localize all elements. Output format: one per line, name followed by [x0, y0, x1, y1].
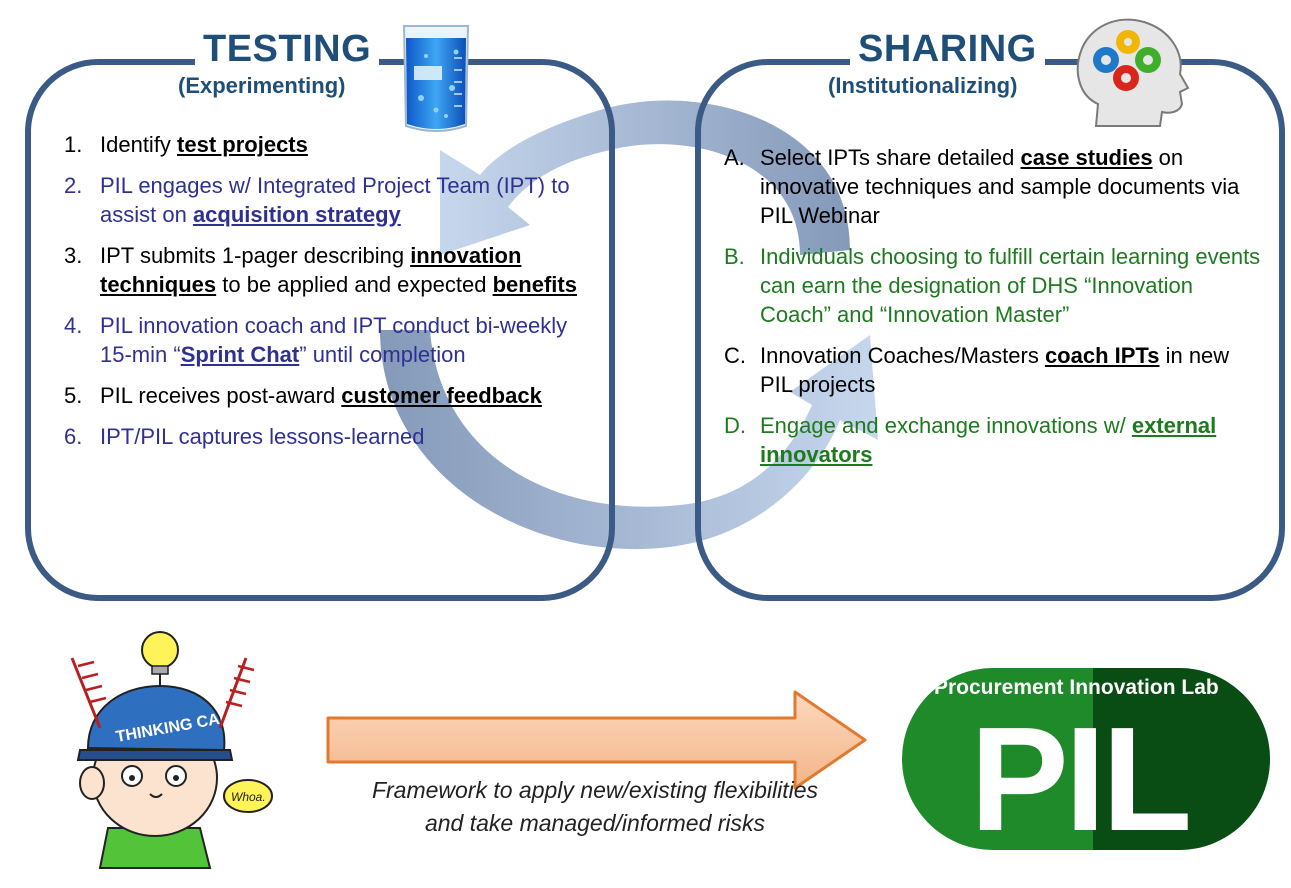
keyword: external innovators	[760, 413, 1217, 467]
text-segment: to be applied and expected	[216, 272, 493, 297]
testing-subtitle: (Experimenting)	[172, 73, 352, 99]
keyword: case studies	[1020, 145, 1153, 170]
gear-blue	[1093, 47, 1119, 73]
cycle-arrow-upper	[440, 100, 850, 255]
caption-line-1: Framework to apply new/existing flexibil…	[371, 777, 819, 803]
text-segment: Engage and exchange innovations w/	[760, 413, 1132, 438]
keyword: innovation techniques	[100, 243, 522, 297]
testing-list-item: 3. IPT submits 1-pager describing innovat…	[64, 241, 590, 299]
pil-logo: Procurement Innovation Lab PIL	[902, 668, 1270, 850]
list-item-text: PIL receives post-award customer feedbac…	[100, 381, 590, 410]
gear-green	[1135, 47, 1161, 73]
list-item-number: C.	[724, 343, 746, 368]
testing-list-item: 4. PIL innovation coach and IPT conduct b…	[64, 311, 590, 369]
pil-logo-letters: PIL	[970, 697, 1192, 851]
framework-caption: Framework to apply new/existing flexibil…	[300, 774, 890, 840]
text-segment: PIL innovation coach and IPT conduct bi-…	[100, 313, 568, 367]
sharing-list: A. Select IPTs share detailed case studie…	[724, 143, 1266, 481]
list-item-text: Engage and exchange innovations w/ exter…	[760, 411, 1266, 469]
list-item-number: A.	[724, 145, 745, 170]
list-item-number: B.	[724, 244, 745, 269]
keyword: benefits	[492, 272, 577, 297]
right-arrow-icon	[326, 690, 867, 790]
text-segment: IPT/PIL captures lessons-learned	[100, 424, 425, 449]
gear-head-icon	[1076, 18, 1190, 127]
sharing-list-item: A. Select IPTs share detailed case studie…	[724, 143, 1266, 230]
thinking-cap-cartoon: THINKING CAP Whoa.	[70, 631, 273, 869]
pil-logo-title: Procurement Innovation Lab	[934, 676, 1219, 699]
text-segment: PIL engages w/ Integrated Project Team (…	[100, 173, 570, 227]
list-item-text: Individuals choosing to fulfill certain …	[760, 242, 1266, 329]
list-item-text: Identify test projects	[100, 130, 590, 159]
beaker-icon	[402, 25, 470, 132]
list-item-number: 4.	[64, 313, 83, 338]
list-item-number: 3.	[64, 243, 83, 268]
keyword: Sprint Chat	[180, 342, 300, 367]
keyword: acquisition strategy	[192, 202, 401, 227]
list-item-text: PIL engages w/ Integrated Project Team (…	[100, 171, 590, 229]
testing-list: 1. Identify test projects 2. PIL engages w/…	[64, 130, 590, 463]
keyword: test projects	[177, 132, 308, 157]
list-item-text: IPT/PIL captures lessons-learned	[100, 422, 590, 451]
list-item-number: 1.	[64, 132, 83, 157]
speech-text: Whoa.	[231, 790, 266, 804]
testing-list-item: 2. PIL engages w/ Integrated Project Team…	[64, 171, 590, 229]
sharing-list-item: C. Innovation Coaches/Masters coach IPTs …	[724, 341, 1266, 399]
text-segment: Individuals choosing to fulfill certain …	[760, 244, 1261, 327]
text-segment: PIL receives post-award	[100, 383, 342, 408]
testing-list-item: 5. PIL receives post-award customer feedb…	[64, 381, 590, 410]
gear-yellow	[1116, 30, 1140, 54]
list-item-number: 6.	[64, 424, 83, 449]
text-segment: Innovation Coaches/Masters	[760, 343, 1045, 368]
testing-list-item: 1. Identify test projects	[64, 130, 590, 159]
list-item-number: D.	[724, 413, 746, 438]
list-item-number: 2.	[64, 173, 83, 198]
sharing-list-item: D. Engage and exchange innovations w/ ext…	[724, 411, 1266, 469]
sharing-title: SHARING	[850, 30, 1045, 68]
keyword: customer feedback	[341, 383, 542, 408]
list-item-text: Select IPTs share detailed case studies …	[760, 143, 1266, 230]
list-item-text: Innovation Coaches/Masters coach IPTs in…	[760, 341, 1266, 399]
text-segment: Identify	[100, 132, 178, 157]
text-segment: ” until completion	[299, 342, 466, 367]
testing-list-item: 6. IPT/PIL captures lessons-learned	[64, 422, 590, 451]
keyword: coach IPTs	[1044, 343, 1160, 368]
pil-logo-dark-half	[1093, 668, 1270, 850]
list-item-text: IPT submits 1-pager describing innovatio…	[100, 241, 590, 299]
caption-line-2: and take managed/informed risks	[424, 810, 766, 836]
testing-title: TESTING	[195, 30, 380, 68]
text-segment: IPT submits 1-pager describing	[100, 243, 411, 268]
text-segment: on innovative techniques and sample docu…	[760, 145, 1240, 228]
cycle-arrow-lower	[380, 330, 878, 550]
text-segment: in new PIL projects	[760, 343, 1230, 397]
sharing-subtitle: (Institutionalizing)	[822, 73, 1024, 99]
list-item-number: 5.	[64, 383, 83, 408]
sharing-list-item: B. Individuals choosing to fulfill certai…	[724, 242, 1266, 329]
text-segment: Select IPTs share detailed	[760, 145, 1021, 170]
cycle-arrows-icon	[380, 100, 878, 550]
gear-red	[1113, 65, 1139, 91]
list-item-text: PIL innovation coach and IPT conduct bi-…	[100, 311, 590, 369]
